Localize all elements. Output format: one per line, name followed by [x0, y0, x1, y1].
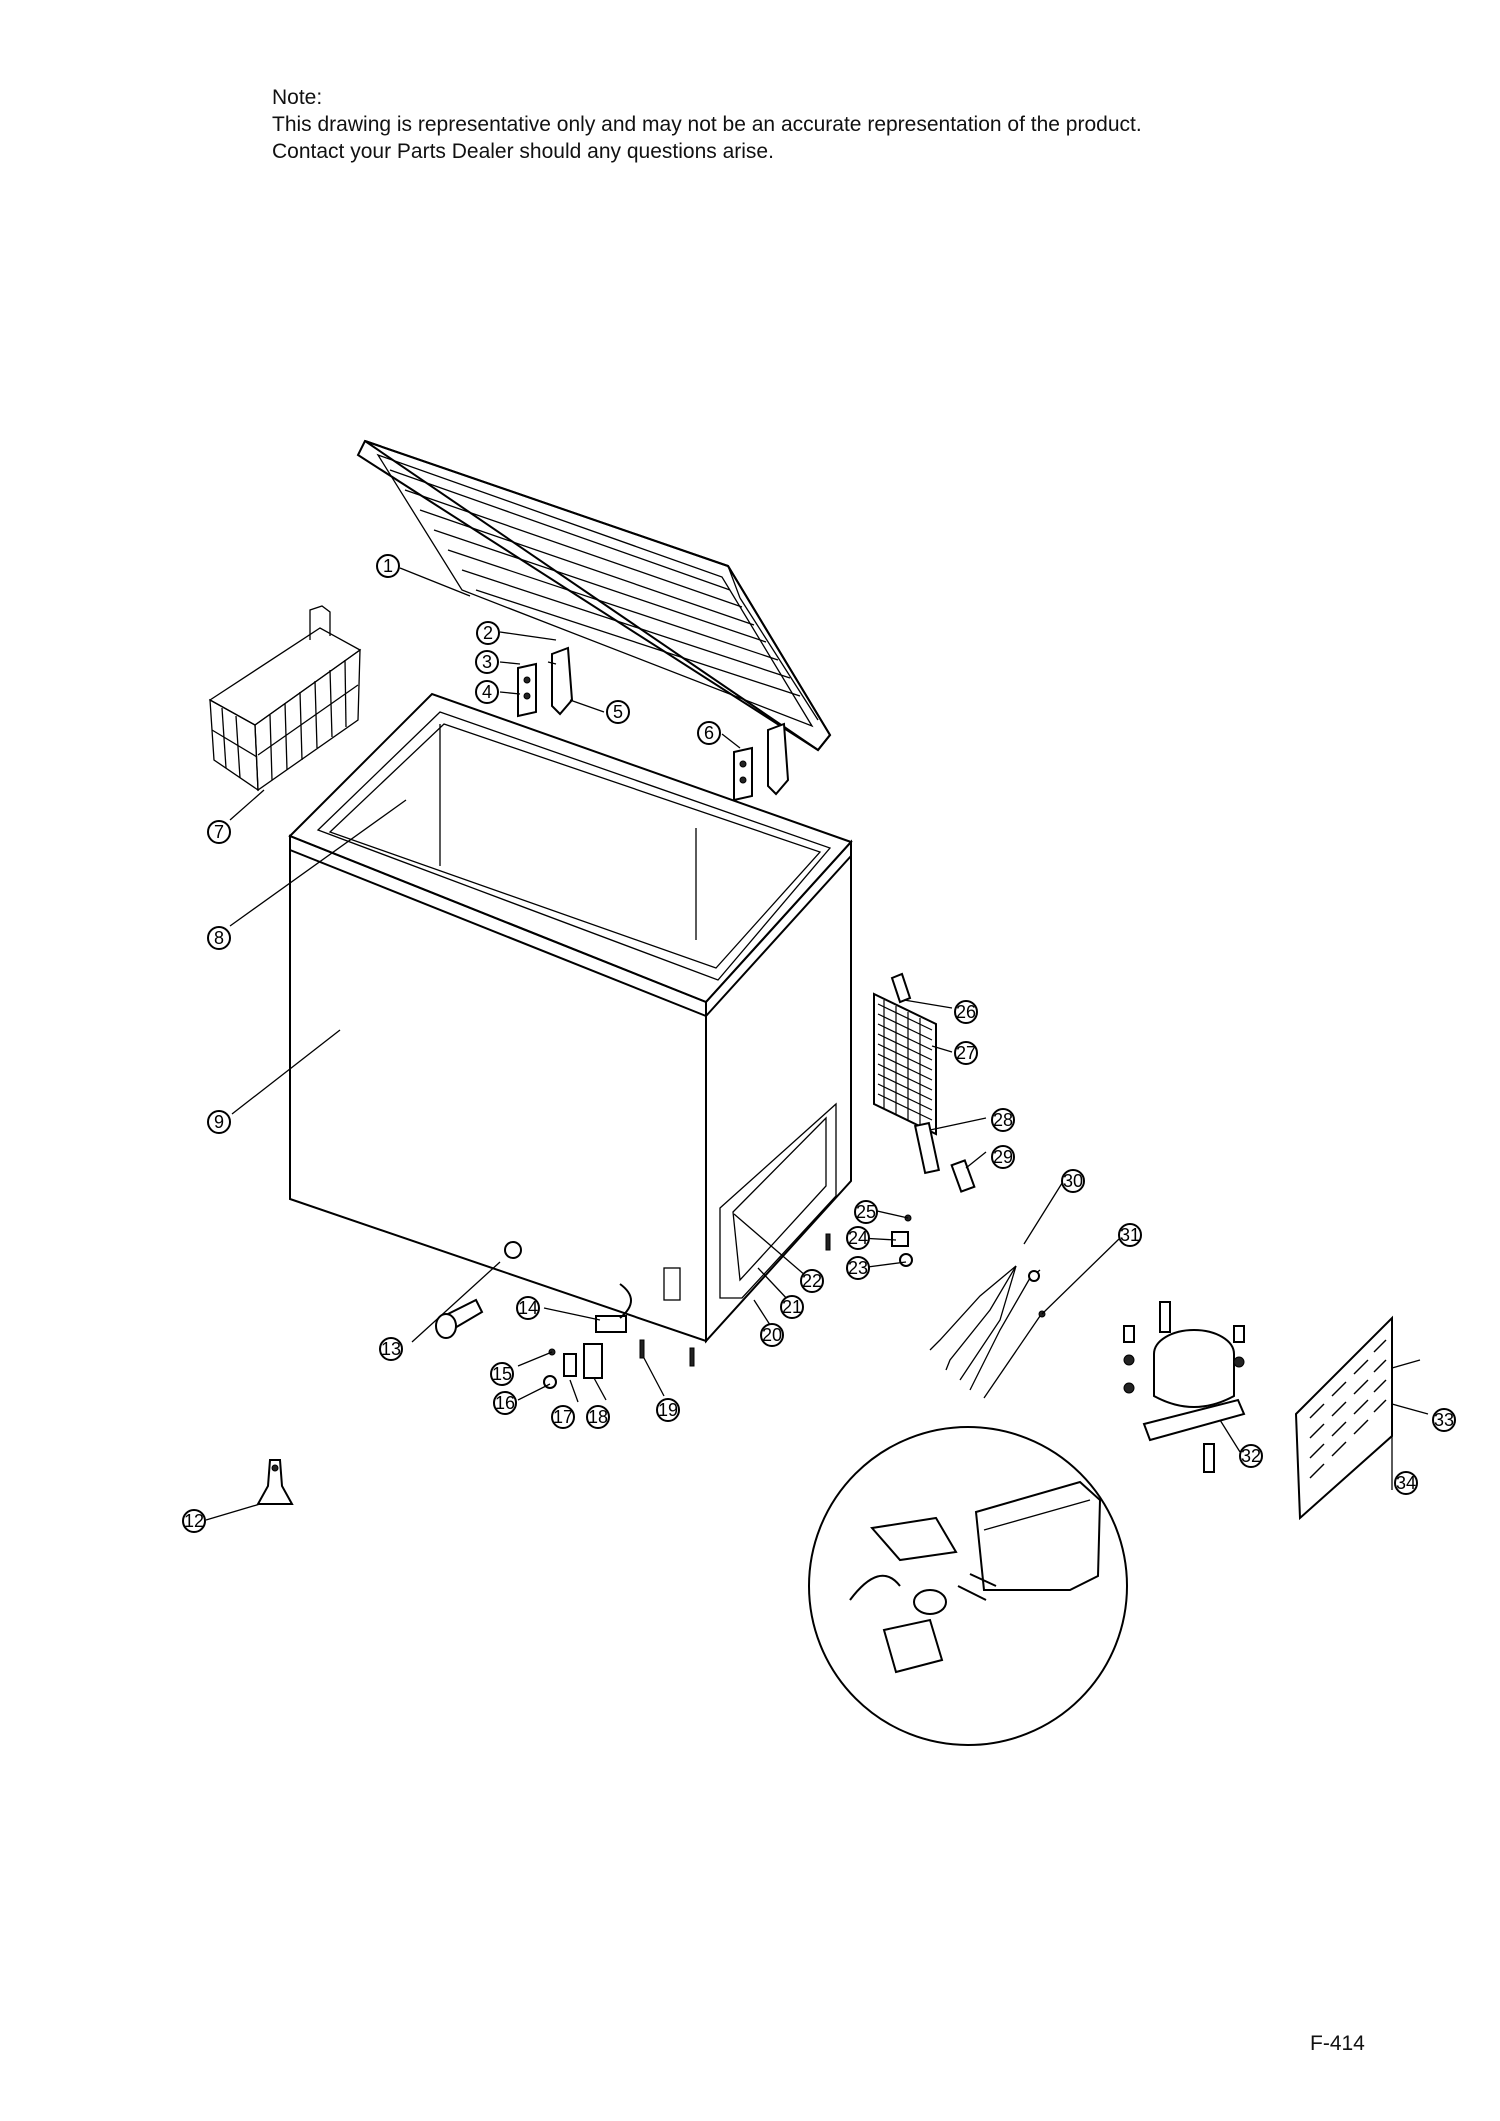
detail-circle-drawing	[808, 1426, 1128, 1746]
svg-text:1: 1	[383, 556, 393, 576]
svg-text:27: 27	[956, 1043, 976, 1063]
callout-6: 6	[697, 721, 721, 745]
cabinet-drawing	[288, 692, 853, 1344]
page-code: F-414	[1310, 2032, 1365, 2055]
note-line-disclaimer: This drawing is representative only and …	[272, 113, 1142, 136]
callout-9: 9	[207, 1110, 231, 1134]
leader-lines	[205, 567, 1429, 1521]
callout-8: 8	[207, 926, 231, 950]
svg-text:12: 12	[184, 1511, 204, 1531]
callout-19: 19	[656, 1398, 680, 1422]
svg-text:25: 25	[856, 1202, 876, 1222]
svg-text:6: 6	[704, 723, 714, 743]
callout-29: 29	[991, 1145, 1015, 1169]
svg-text:4: 4	[482, 682, 492, 702]
svg-text:23: 23	[848, 1258, 868, 1278]
callout-27: 27	[954, 1041, 978, 1065]
callout-26: 26	[954, 1000, 978, 1024]
note-line-contact: Contact your Parts Dealer should any que…	[272, 140, 774, 163]
callout-18: 18	[586, 1405, 610, 1429]
svg-text:32: 32	[1241, 1446, 1261, 1466]
wiring-drawing	[929, 1265, 1046, 1399]
basket-drawing	[208, 605, 362, 792]
back-panel-drawing	[1294, 1315, 1393, 1521]
callout-31: 31	[1118, 1223, 1142, 1247]
callout-7: 7	[207, 820, 231, 844]
callout-23: 23	[846, 1256, 870, 1280]
drawing-note: Note: This drawing is representative onl…	[272, 84, 1142, 165]
svg-text:33: 33	[1434, 1410, 1454, 1430]
svg-text:15: 15	[492, 1364, 512, 1384]
svg-text:17: 17	[553, 1407, 573, 1427]
svg-text:34: 34	[1396, 1473, 1416, 1493]
svg-text:26: 26	[956, 1002, 976, 1022]
svg-text:29: 29	[993, 1147, 1013, 1167]
svg-text:14: 14	[518, 1298, 538, 1318]
callout-12: 12	[182, 1509, 206, 1533]
callout-32: 32	[1239, 1444, 1263, 1468]
callout-24: 24	[846, 1226, 870, 1250]
lid-drawing	[356, 439, 832, 752]
svg-text:31: 31	[1120, 1225, 1140, 1245]
callout-21: 21	[780, 1295, 804, 1319]
callout-3: 3	[475, 650, 499, 674]
callout-16: 16	[493, 1391, 517, 1415]
callout-17: 17	[551, 1405, 575, 1429]
callout-13: 13	[379, 1337, 403, 1361]
callout-group: 1 2 3 4 5 6 7 8 9 12 13 14 15 16 17 18 1…	[182, 554, 1456, 1533]
svg-text:7: 7	[214, 822, 224, 842]
svg-text:20: 20	[762, 1325, 782, 1345]
svg-text:5: 5	[613, 702, 623, 722]
svg-text:30: 30	[1063, 1171, 1083, 1191]
callout-15: 15	[490, 1362, 514, 1386]
note-heading: Note:	[272, 86, 323, 109]
svg-text:22: 22	[802, 1271, 822, 1291]
svg-text:19: 19	[658, 1400, 678, 1420]
compressor-drawing	[1123, 1301, 1246, 1473]
callout-20: 20	[760, 1323, 784, 1347]
hinge-drawings	[517, 646, 790, 802]
callout-14: 14	[516, 1296, 540, 1320]
callout-25: 25	[854, 1200, 878, 1224]
svg-text:3: 3	[482, 652, 492, 672]
callout-22: 22	[800, 1269, 824, 1293]
svg-text:9: 9	[214, 1112, 224, 1132]
condenser-drawing	[873, 972, 976, 1193]
callout-33: 33	[1432, 1408, 1456, 1432]
misc-parts-drawing	[256, 1214, 913, 1505]
svg-text:21: 21	[782, 1297, 802, 1317]
callout-34: 34	[1394, 1471, 1418, 1495]
svg-text:8: 8	[214, 928, 224, 948]
svg-text:13: 13	[381, 1339, 401, 1359]
svg-text:16: 16	[495, 1393, 515, 1413]
svg-text:28: 28	[993, 1110, 1013, 1130]
callout-4: 4	[475, 680, 499, 704]
callout-5: 5	[606, 700, 630, 724]
svg-text:24: 24	[848, 1228, 868, 1248]
svg-text:2: 2	[483, 623, 493, 643]
callout-30: 30	[1061, 1169, 1085, 1193]
svg-text:18: 18	[588, 1407, 608, 1427]
callout-1: 1	[376, 554, 400, 578]
callout-28: 28	[991, 1108, 1015, 1132]
callout-2: 2	[476, 621, 500, 645]
